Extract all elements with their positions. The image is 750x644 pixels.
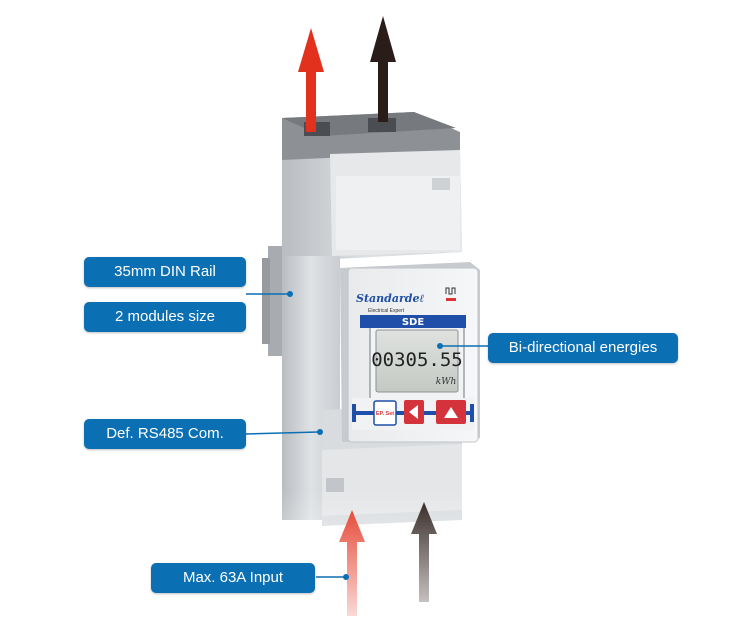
up-arrow-icon (444, 407, 458, 418)
model-band (360, 315, 466, 328)
energies-callout: Bi-directional energies (488, 333, 678, 363)
brand-tagline: Electrical Expert (368, 308, 405, 314)
ep-set-button[interactable] (373, 400, 397, 426)
din-rail-clip (262, 246, 282, 356)
model-name: SDE (402, 317, 425, 328)
din-rail-marker (287, 291, 293, 297)
din-rail-callout: 35mm DIN Rail (84, 257, 246, 287)
red-output-arrow (298, 28, 324, 132)
brand-logo: Standardeℓ (356, 292, 424, 305)
rs485-marker (317, 429, 323, 435)
ep-set-label: EP. Set (376, 411, 394, 417)
rs485-callout: Def. RS485 Com. (84, 419, 246, 449)
input-marker (343, 574, 349, 580)
input-callout: Max. 63A Input (151, 563, 315, 593)
modules-size-callout: 2 modules size (84, 302, 246, 332)
callout-leader-lines (244, 293, 488, 578)
energies-marker (437, 343, 443, 349)
lcd-reading: 00305.55 (371, 349, 463, 371)
dark-output-arrow (370, 16, 396, 122)
lcd-unit: kWh (436, 377, 457, 387)
left-arrow-icon (409, 405, 418, 419)
